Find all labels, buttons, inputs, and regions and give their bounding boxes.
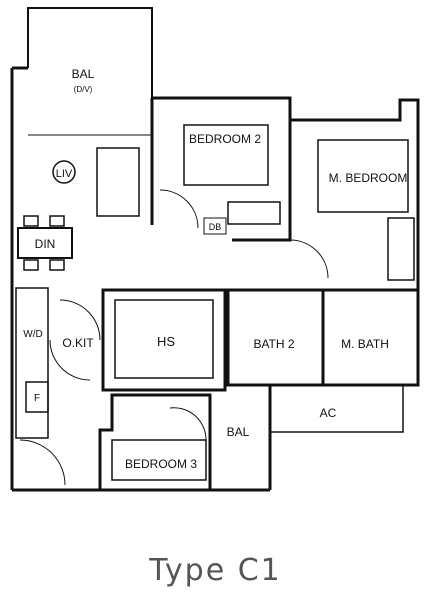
chair-1 [23, 215, 39, 227]
washer-dryer-label: W/D [23, 329, 42, 340]
fridge-box [25, 381, 49, 413]
bedroom2-bed [183, 124, 269, 186]
master-bedroom-wall [288, 98, 420, 292]
balcony-top-sublabel: (D/V) [74, 85, 93, 94]
hs-outer [101, 288, 227, 392]
ac-ledge-outline [269, 385, 404, 433]
bedroom2-wardrobe [227, 201, 281, 225]
bath2-label: BATH 2 [253, 337, 294, 351]
balcony-bottom-label: BAL [227, 425, 250, 439]
master-bedroom-label: M. BEDROOM [329, 171, 408, 185]
door-arc-bedroom2 [289, 239, 329, 279]
fridge-label: F [34, 393, 40, 404]
dining-label: DIN [35, 237, 56, 251]
hs-inner [114, 299, 214, 379]
master-bath-label: M. BATH [341, 337, 389, 351]
door-arc-entrance [19, 439, 66, 486]
db-label: DB [209, 222, 222, 232]
balcony-top-outline [27, 7, 153, 135]
door-arc-kitchen-2 [49, 339, 91, 381]
door-arc-kitchen [59, 299, 101, 341]
kitchen-counter [15, 287, 49, 439]
bedroom2-label: BEDROOM 2 [189, 132, 261, 146]
door-arc-bedroom3 [169, 407, 207, 441]
plan-title: Type C1 [149, 553, 282, 588]
db-box [203, 217, 227, 235]
bedroom3-label: BEDROOM 3 [125, 457, 197, 471]
dining-table [17, 227, 73, 259]
bedroom2-wall [152, 96, 292, 242]
floor-plan: BAL (D/V) BEDROOM 2 M. BEDROOM LIV DB DI… [10, 7, 420, 492]
master-bath-wall [321, 288, 420, 387]
chair-2 [49, 215, 65, 227]
balcony-top-label: BAL [72, 67, 95, 81]
open-kitchen-label: O.KIT [62, 336, 94, 350]
master-wardrobe [387, 217, 415, 281]
bedroom3-bed [111, 439, 207, 481]
master-bed [317, 139, 409, 213]
living-circle [52, 160, 76, 184]
ac-ledge-label: AC [320, 406, 337, 420]
sofa [96, 147, 140, 217]
bedroom3-wall [98, 393, 212, 490]
door-arc-living [159, 189, 199, 229]
chair-3 [23, 259, 39, 271]
hs-label: HS [157, 334, 175, 349]
chair-4 [49, 259, 65, 271]
living-label: LIV [56, 168, 73, 180]
